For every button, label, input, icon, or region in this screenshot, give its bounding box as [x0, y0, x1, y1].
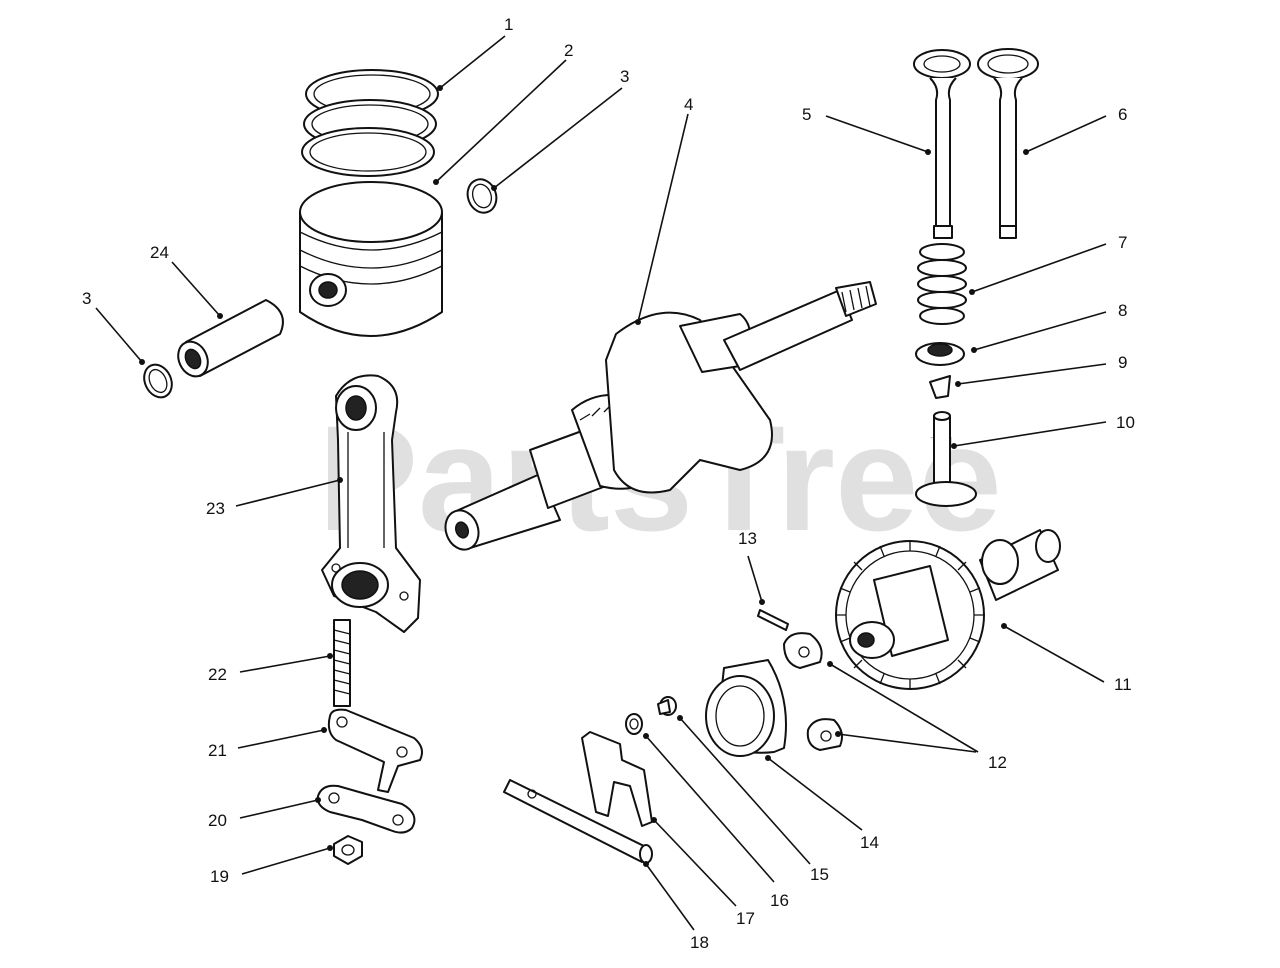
callout-8: 8 [1118, 301, 1127, 320]
callout-16: 16 [770, 891, 789, 910]
oil-dipper [327, 708, 423, 793]
governor-screw [657, 696, 677, 716]
callout-3-left: 3 [82, 289, 91, 308]
callout-18: 18 [690, 933, 709, 952]
callout-23: 23 [206, 499, 225, 518]
callout-14: 14 [860, 833, 879, 852]
governor-washer [625, 713, 643, 735]
piston [299, 181, 443, 337]
governor-weight-upper [783, 632, 823, 669]
piston-rings [301, 69, 439, 177]
camshaft [835, 529, 1061, 690]
callout-22: 22 [208, 665, 227, 684]
governor-sleeve [705, 659, 787, 757]
retainer-keeper [929, 375, 951, 399]
governor-lever [581, 731, 653, 827]
callout-7: 7 [1118, 233, 1127, 252]
callout-3-right: 3 [620, 67, 629, 86]
valve-spring [917, 243, 967, 325]
callout-9: 9 [1118, 353, 1127, 372]
callout-1: 1 [504, 15, 513, 34]
piston-pin-clip-left [143, 363, 173, 399]
callout-5: 5 [802, 105, 811, 124]
piston-pin [177, 299, 284, 378]
connecting-rod [321, 374, 421, 633]
hex-nut [333, 835, 363, 865]
callout-labels: 1 2 3 3 4 5 6 7 8 9 10 11 12 13 14 15 16… [82, 15, 1135, 952]
callout-19: 19 [210, 867, 229, 886]
callout-21: 21 [208, 741, 227, 760]
callout-10: 10 [1116, 413, 1135, 432]
spring-retainer [915, 342, 965, 366]
callout-6: 6 [1118, 105, 1127, 124]
callout-15: 15 [810, 865, 829, 884]
leader-lines [95, 35, 1107, 931]
crankshaft [444, 281, 877, 551]
callout-20: 20 [208, 811, 227, 830]
rod-bolt [333, 619, 351, 707]
piston-pin-clip-right [466, 178, 498, 214]
lock-plate [316, 784, 416, 834]
tappet [915, 411, 977, 507]
exhaust-valve [977, 48, 1039, 239]
governor-shaft [503, 779, 653, 864]
callout-11: 11 [1114, 675, 1132, 694]
callout-13: 13 [738, 529, 757, 548]
intake-valve [913, 49, 971, 239]
callout-24: 24 [150, 243, 169, 262]
callout-4: 4 [684, 95, 693, 114]
cotter-pin [757, 609, 789, 631]
callout-17: 17 [736, 909, 755, 928]
callout-2: 2 [564, 41, 573, 60]
callout-12: 12 [988, 753, 1007, 772]
